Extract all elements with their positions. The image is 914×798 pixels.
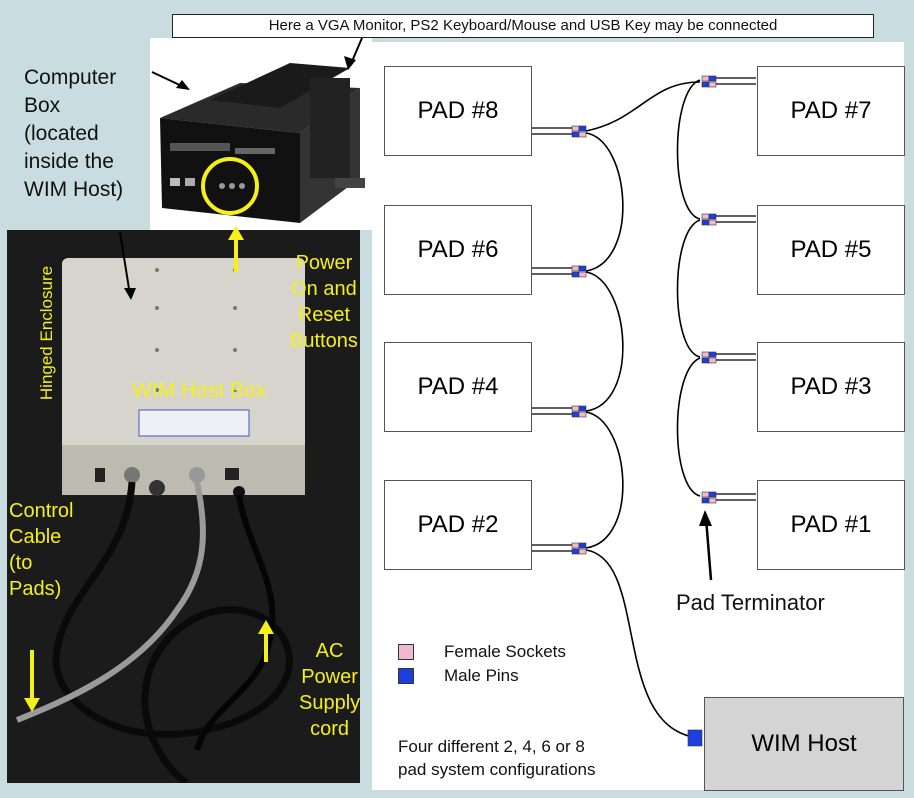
male-legend-swatch: [398, 668, 414, 684]
control-cable-label: Control Cable (to Pads): [9, 500, 74, 600]
ac-power-label: AC Power Supply cord: [299, 640, 360, 740]
male-legend-label: Male Pins: [444, 666, 519, 685]
pad-7: PAD #7: [757, 66, 905, 156]
wim-host-port: [687, 729, 703, 747]
female-legend-label: Female Sockets: [444, 642, 566, 661]
wim-host-box-label: WIM Host Box: [132, 379, 267, 402]
wim-host-box: WIM Host: [704, 697, 904, 791]
pad-terminator-label: Pad Terminator: [676, 590, 825, 615]
pad-3: PAD #3: [757, 342, 905, 432]
wim-host-box-photo: WIM Host Box Hinged Enclosure Control Ca…: [7, 230, 360, 783]
top-note: Here a VGA Monitor, PS2 Keyboard/Mouse a…: [172, 14, 874, 38]
power-button-highlight: [201, 157, 259, 215]
computer-box-label: Computer Box (located inside the WIM Hos…: [24, 66, 124, 201]
computer-box-illustration: [160, 63, 365, 223]
female-legend-swatch: [398, 644, 414, 660]
pad-2: PAD #2: [384, 480, 532, 570]
computer-box-photo: [150, 38, 372, 230]
pad-5: PAD #5: [757, 205, 905, 295]
configuration-note: Four different 2, 4, 6 or 8 pad system c…: [398, 737, 596, 779]
power-reset-label: Power On and Reset Buttons: [290, 252, 358, 352]
terminator-arrow: [704, 517, 713, 581]
pad-1: PAD #1: [757, 480, 905, 570]
pad-8: PAD #8: [384, 66, 532, 156]
pad-4: PAD #4: [384, 342, 532, 432]
pad-6: PAD #6: [384, 205, 532, 295]
